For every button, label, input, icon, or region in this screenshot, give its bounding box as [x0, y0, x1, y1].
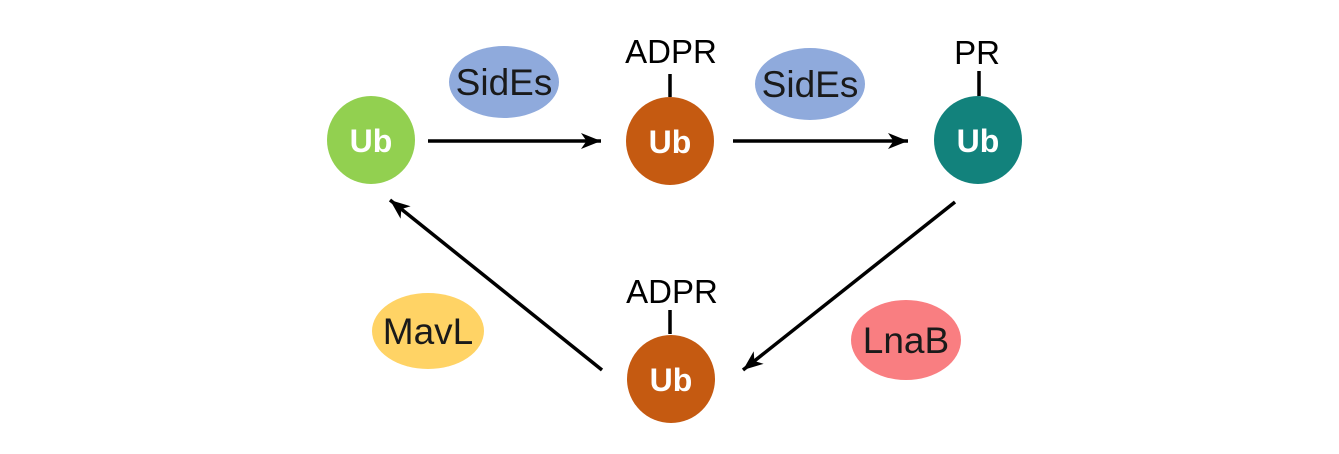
node-ub-adpr-bottom-label: Ub [650, 362, 693, 398]
adpr-bottom-label: ADPR [626, 273, 718, 310]
node-ub-pr-circle [934, 96, 1022, 184]
node-ub-adpr-top-circle [626, 97, 714, 185]
enzyme-sides-first-ellipse [449, 46, 559, 118]
enzyme-sides-first: SidEs [449, 46, 559, 118]
node-ub-free: Ub [327, 96, 415, 184]
enzyme-lnab: LnaB [851, 300, 961, 380]
node-ub-adpr-top: Ub [626, 97, 714, 185]
enzyme-sides-second-ellipse [755, 48, 865, 120]
enzyme-sides-first-label: SidEs [456, 62, 553, 103]
node-ub-adpr-top-label: Ub [649, 124, 692, 160]
node-ub-free-label: Ub [350, 123, 393, 159]
enzyme-lnab-label: LnaB [863, 320, 949, 361]
enzyme-mavl-label: MavL [383, 311, 473, 352]
node-ub-adpr-bottom: Ub [627, 335, 715, 423]
adpr-top-label: ADPR [625, 33, 717, 70]
node-ub-pr-label: Ub [957, 123, 1000, 159]
enzyme-mavl-ellipse [372, 293, 484, 369]
pr-label: PR [954, 34, 1000, 71]
arrow-ub-pr-to-ub-adpr-bottom [741, 200, 957, 372]
enzyme-mavl: MavL [372, 293, 484, 369]
enzyme-sides-second: SidEs [755, 48, 865, 120]
node-ub-pr: Ub [934, 96, 1022, 184]
node-ub-adpr-bottom-circle [627, 335, 715, 423]
enzyme-sides-second-label: SidEs [762, 64, 859, 105]
arrow-ub-adpr-bottom-to-ub [388, 198, 604, 372]
node-ub-free-circle [327, 96, 415, 184]
enzyme-lnab-ellipse [851, 300, 961, 380]
